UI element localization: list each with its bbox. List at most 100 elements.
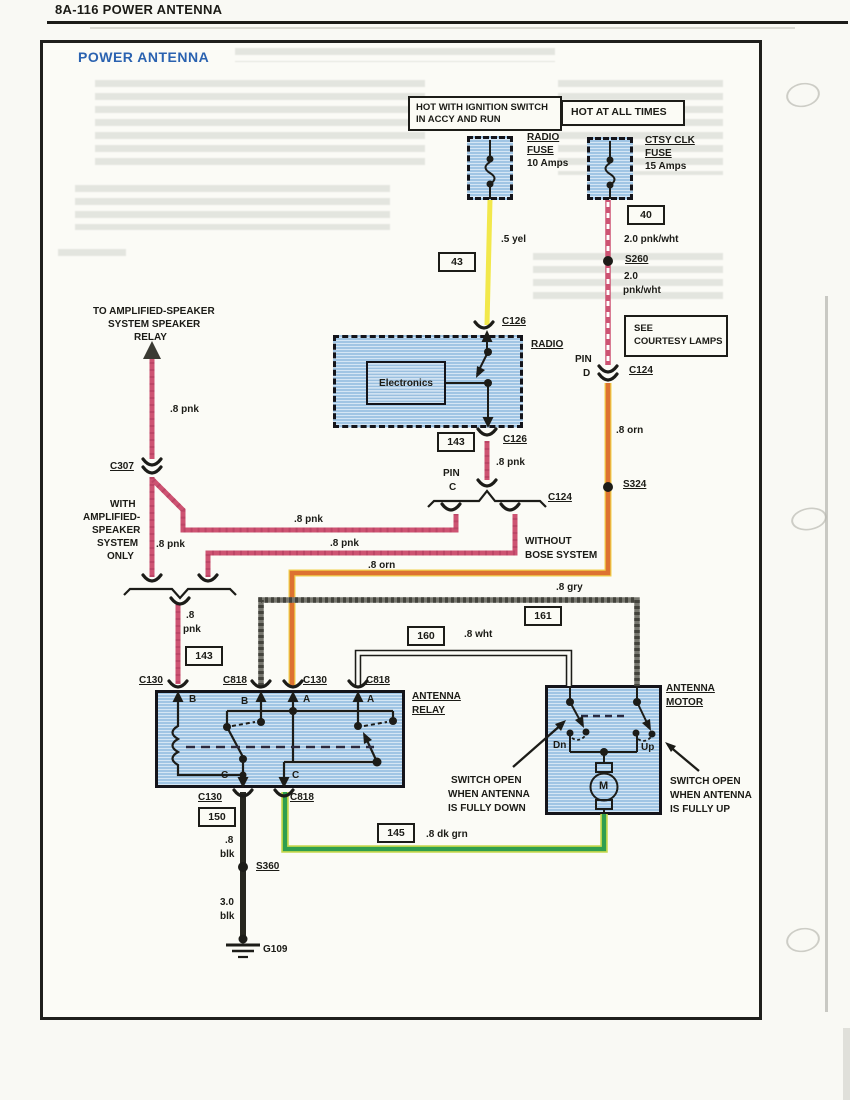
pnk-gauge-radio: .8 pnk	[496, 457, 525, 468]
radio-fuse-type: FUSE	[527, 145, 554, 156]
relay-pin-b1: B	[189, 694, 197, 705]
orn-gauge-mid: .8 orn	[368, 560, 396, 571]
switch-up-l2: WHEN ANTENNA	[670, 790, 752, 801]
radio-electronics-box: Electronics	[366, 361, 446, 405]
circuit-43-box: 43	[438, 252, 476, 272]
header-rule-faint	[90, 27, 795, 29]
radio-fuse-name: RADIO	[527, 132, 560, 143]
circuit-160-box: 160	[407, 626, 445, 646]
with-amp-l4: SYSTEM	[97, 538, 139, 549]
pink-wires	[149, 355, 518, 684]
relay-pin-a1: A	[303, 694, 311, 705]
blk-gauge-l2: blk	[220, 849, 235, 860]
radio-label: RADIO	[531, 339, 564, 350]
radio-internals	[446, 330, 494, 428]
without-bose-l2: BOSE SYSTEM	[525, 550, 598, 561]
relay-conn-c130-bot: C130	[198, 792, 222, 803]
bleed-through-text	[95, 80, 425, 165]
pnk-gauge-lower: .8 pnk	[330, 538, 359, 549]
relay-internals	[171, 691, 397, 788]
yel-gauge-label: .5 yel	[501, 234, 527, 245]
switch-up-l3: IS FULLY UP	[670, 804, 731, 815]
white-wire	[354, 649, 573, 686]
gray-wire	[258, 597, 640, 686]
circuit-150-box: 150	[198, 807, 236, 827]
pnk-merge-l2: pnk	[183, 624, 201, 635]
ctsy-fuse-name: CTSY CLK	[645, 135, 695, 146]
ctsy-fuse-element-icon	[604, 141, 616, 199]
motor-internals	[566, 686, 656, 814]
green-wire	[281, 792, 608, 853]
with-amp-l3: SPEAKER	[92, 525, 141, 536]
bleed-through-text	[58, 249, 126, 262]
merge-bracket-icon	[123, 587, 237, 600]
ground-symbol-icon	[226, 934, 260, 959]
relay-conn-c818-bot: C818	[290, 792, 314, 803]
ground-g109-label: G109	[263, 944, 288, 955]
c126-top-label: C126	[502, 316, 526, 327]
yellow-wire	[484, 199, 493, 326]
connector-cups-icon	[141, 320, 619, 798]
circuit-40-box: 40	[627, 205, 665, 225]
pnk-gauge-left: .8 pnk	[156, 539, 185, 550]
motor-up-label: Up	[641, 742, 655, 753]
blk-gauge-l3: 3.0	[220, 897, 234, 908]
relay-name-l2: RELAY	[412, 705, 445, 716]
circuit-161-box: 161	[524, 606, 562, 626]
motor-name-l2: MOTOR	[666, 697, 704, 708]
splice-s260-label: S260	[625, 254, 649, 265]
ctsy-fuse-type: FUSE	[645, 148, 672, 159]
hot-batt-box: HOT AT ALL TIMES	[561, 100, 685, 126]
gry-gauge-label: .8 gry	[556, 582, 583, 593]
pin-c-l2: C	[449, 482, 457, 493]
c124-right-label: C124	[629, 365, 653, 376]
splice-s260-icon	[603, 256, 613, 266]
c307-label: C307	[110, 461, 134, 472]
page-edge-shadow	[843, 1028, 850, 1100]
pin-d-l1: PIN	[575, 354, 592, 365]
pnk-gauge-upper: .8 pnk	[294, 514, 323, 525]
switch-down-l2: WHEN ANTENNA	[448, 789, 530, 800]
circuit-145-box: 145	[377, 823, 415, 843]
page-header: 8A-116 POWER ANTENNA	[55, 2, 223, 17]
hot-ign-line1: HOT WITH IGNITION SWITCH	[416, 102, 548, 113]
bleed-through-text	[235, 48, 555, 62]
pin-c-l1: PIN	[443, 468, 460, 479]
page-edge-line	[825, 296, 828, 1012]
pnk-gauge-vert: .8 pnk	[170, 404, 199, 415]
pnkwht-gauge2-l2: pnk/wht	[623, 285, 661, 296]
relay-conn-c130-2: C130	[303, 675, 327, 686]
see-line2: COURTESY LAMPS	[634, 336, 723, 347]
hot-batt-line1: HOT AT ALL TIMES	[571, 106, 667, 118]
with-amp-l2: AMPLIFIED-	[83, 512, 141, 523]
hot-ign-line2: IN ACCY AND RUN	[416, 114, 501, 125]
switch-down-l1: SWITCH OPEN	[451, 775, 522, 786]
pin-d-l2: D	[583, 368, 591, 379]
relay-conn-c130-1: C130	[139, 675, 163, 686]
callout-arrows-icon	[512, 720, 700, 772]
relay-conn-c818-2: C818	[366, 675, 390, 686]
pnkwht-gauge2-l1: 2.0	[624, 271, 638, 282]
with-amp-l5: ONLY	[107, 551, 134, 562]
switch-down-l3: IS FULLY DOWN	[448, 803, 526, 814]
splice-s360-label: S360	[256, 861, 280, 872]
antenna-relay-box	[155, 690, 405, 788]
bleed-through-text	[558, 80, 723, 175]
blk-gauge-l4: blk	[220, 911, 235, 922]
relay-pin-c1: C	[221, 770, 229, 781]
pnkwht-gauge-label: 2.0 pnk/wht	[624, 234, 679, 245]
wht-gauge-label: .8 wht	[464, 629, 493, 640]
relay-pin-c2: C	[292, 770, 300, 781]
c124-bracket-icon	[427, 489, 547, 508]
relay-conn-c818-1: C818	[223, 675, 247, 686]
relay-name-l1: ANTENNA	[412, 691, 461, 702]
splice-s324-label: S324	[623, 479, 647, 490]
relay-pin-b2: B	[241, 696, 249, 707]
motor-m-label: M	[599, 780, 609, 792]
see-line1: SEE	[634, 323, 654, 334]
bleed-through-text	[75, 185, 390, 230]
with-amp-l1: WITH	[110, 499, 136, 510]
